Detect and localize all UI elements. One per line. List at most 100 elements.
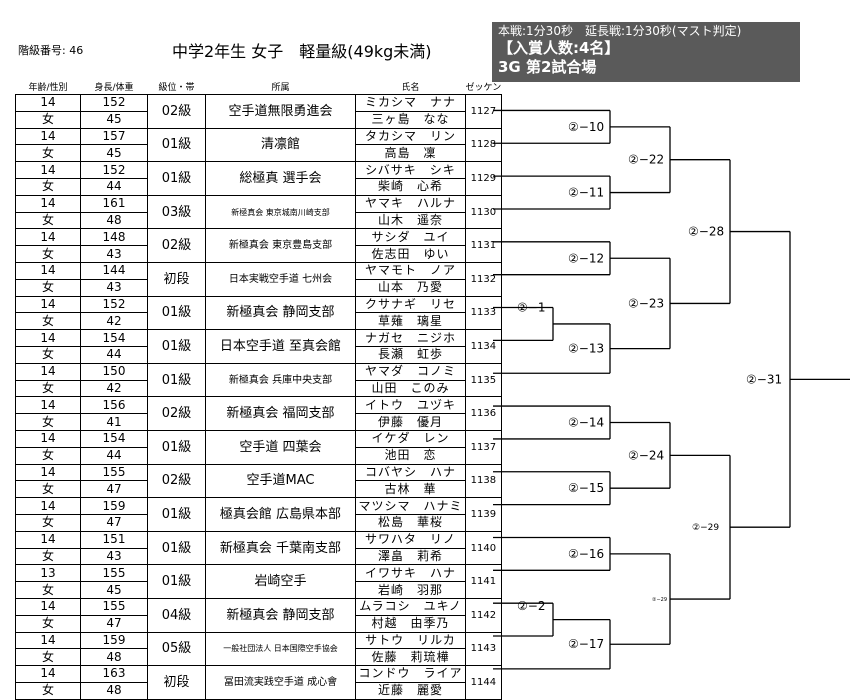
entry-name-kana: イワサキ ハナ xyxy=(355,564,466,583)
match-label: ②−12 xyxy=(568,251,604,265)
match-label: ②−14 xyxy=(568,416,604,430)
entry-gender: 女 xyxy=(15,278,81,297)
entry-grade: 03級 xyxy=(147,194,206,230)
match-label: ②−2 xyxy=(517,599,545,613)
entry-grade: 01級 xyxy=(147,127,206,163)
entry-grade: 01級 xyxy=(147,329,206,364)
entry-weight: 45 xyxy=(80,581,148,599)
entry-zekken: 1134 xyxy=(465,329,502,364)
entry-name: 山木 遥奈 xyxy=(355,212,466,230)
match-label: ②−1 xyxy=(517,301,545,315)
entry-weight: 44 xyxy=(80,446,148,465)
entry-grade: 04級 xyxy=(147,597,206,633)
match-label: ②−23 xyxy=(628,296,664,310)
entry-grade: 初段 xyxy=(147,261,206,297)
entry-weight: 45 xyxy=(80,144,148,163)
entry-gender: 女 xyxy=(15,513,81,532)
entry-height: 161 xyxy=(80,194,148,213)
entry-name: 松島 華桜 xyxy=(355,514,466,532)
match-label: ②−10 xyxy=(568,120,604,134)
entry-affiliation: 空手道 四葉会 xyxy=(205,429,356,465)
entry-name-kana: サシダ ユイ xyxy=(355,228,466,247)
entry-zekken: 1139 xyxy=(465,497,502,532)
entry-weight: 44 xyxy=(80,345,148,364)
entry-age: 14 xyxy=(15,463,81,482)
entry-name-kana: クサナギ リセ xyxy=(355,295,466,314)
match-label: ②−22 xyxy=(628,153,664,167)
match-label: ②−28 xyxy=(688,225,724,239)
entry-weight: 41 xyxy=(80,413,148,431)
entry-affiliation: 新極真会 福岡支部 xyxy=(205,396,356,431)
entry-grade: 01級 xyxy=(147,295,206,331)
entry-name: 伊藤 優月 xyxy=(355,413,466,431)
entry-name-kana: ナガセ ニジホ xyxy=(355,329,466,347)
entry-zekken: 1142 xyxy=(465,597,502,633)
entry-gender: 女 xyxy=(15,480,81,499)
entry-gender: 女 xyxy=(15,581,81,599)
entry-height: 152 xyxy=(80,94,148,112)
entry-weight: 48 xyxy=(80,681,148,700)
entry-affiliation: 新極真会 静岡支部 xyxy=(205,597,356,633)
entry-zekken: 1127 xyxy=(465,94,502,129)
entry-height: 156 xyxy=(80,396,148,415)
entry-name-kana: タカシマ リン xyxy=(355,127,466,146)
entry-name-kana: シバサキ シキ xyxy=(355,161,466,179)
entry-name-kana: コバヤシ ハナ xyxy=(355,463,466,482)
entry-gender: 女 xyxy=(15,312,81,331)
match-label: ②−13 xyxy=(568,342,604,356)
entry-grade: 02級 xyxy=(147,396,206,431)
entry-height: 159 xyxy=(80,497,148,515)
col-header-affiliation: 所属 xyxy=(271,83,290,93)
entry-grade: 05級 xyxy=(147,631,206,667)
entry-name-kana: マツシマ ハナミ xyxy=(355,497,466,515)
col-header-age-gender: 年齢/性別 xyxy=(28,83,68,93)
entry-zekken: 1138 xyxy=(465,463,502,499)
entry-name-kana: イケダ レン xyxy=(355,429,466,448)
entry-height: 154 xyxy=(80,329,148,347)
entry-name: 古林 華 xyxy=(355,480,466,499)
match-label: ②−29 xyxy=(652,597,667,603)
entry-affiliation: 総極真 選手会 xyxy=(205,161,356,196)
entry-height: 155 xyxy=(80,463,148,482)
entry-gender: 女 xyxy=(15,413,81,431)
entry-zekken: 1137 xyxy=(465,429,502,465)
entry-gender: 女 xyxy=(15,110,81,129)
entry-gender: 女 xyxy=(15,379,81,398)
entry-name-kana: ミカシマ ナナ xyxy=(355,94,466,112)
col-header-height-weight: 身長/体重 xyxy=(94,83,134,93)
entry-name: 村越 由季乃 xyxy=(355,615,466,633)
entry-name: 池田 恋 xyxy=(355,447,466,465)
winners-count: 【入賞人数:4名】 xyxy=(498,39,620,57)
entry-grade: 01級 xyxy=(147,429,206,465)
entry-name: 山田 このみ xyxy=(355,380,466,398)
entry-affiliation: 新極真会 静岡支部 xyxy=(205,295,356,331)
entry-age: 14 xyxy=(15,127,81,146)
entry-name-kana: ヤマダ コノミ xyxy=(355,362,466,381)
match-label: ②−31 xyxy=(746,372,782,386)
entry-affiliation: 新極真会 兵庫中央支部 xyxy=(205,362,356,398)
entry-height: 157 xyxy=(80,127,148,146)
entry-grade: 01級 xyxy=(147,497,206,532)
entry-affiliation: 岩崎空手 xyxy=(205,564,356,599)
entry-grade: 02級 xyxy=(147,463,206,499)
entry-weight: 45 xyxy=(80,110,148,129)
